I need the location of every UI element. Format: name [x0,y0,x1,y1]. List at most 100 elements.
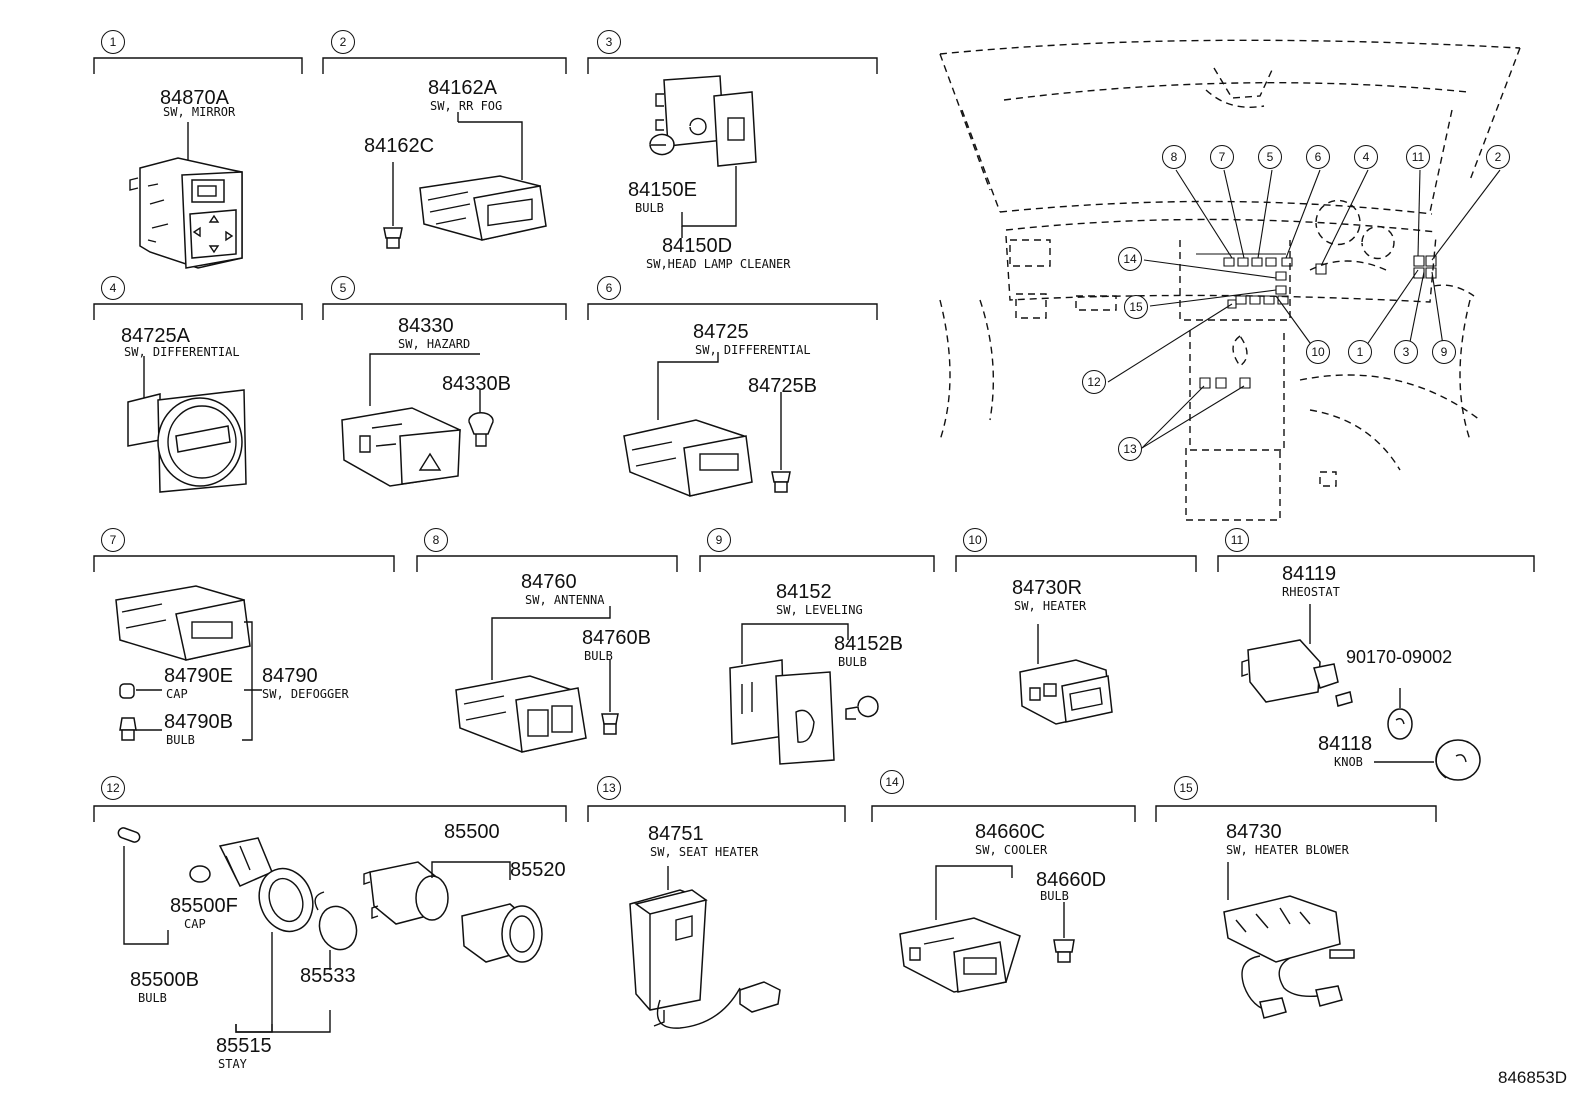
overview-callout-7: 7 [1210,145,1234,169]
part-number-85500f[interactable]: 85500F [170,895,238,917]
section-3-marker: 3 [597,30,621,54]
part-number-84119[interactable]: 84119 [1282,563,1337,585]
part-number-85520[interactable]: 85520 [510,859,566,881]
part-desc-84330: SW, HAZARD [398,337,471,351]
part-number-85515[interactable]: 85515 [216,1035,272,1057]
overview-callout-9: 9 [1432,340,1456,364]
part-number-90170-09002[interactable]: 90170-09002 [1346,647,1453,667]
part-number-85533[interactable]: 85533 [300,965,356,987]
part-number-84330[interactable]: 84330 [398,315,454,337]
part-84730-drawing [1223,862,1355,1019]
section-1-marker: 1 [101,30,125,54]
overview-callout-4: 4 [1354,145,1378,169]
part-number-84760[interactable]: 84760 [521,571,577,593]
part-number-84760b[interactable]: 84760B [582,627,651,649]
part-84760-drawing [455,606,619,753]
part-number-84162a[interactable]: 84162A [428,77,497,99]
part-number-84730[interactable]: 84730 [1226,821,1282,843]
section-8-marker: 8 [424,528,448,552]
part-desc-84751: SW, SEAT HEATER [650,845,759,859]
section-11-marker: 11 [1225,528,1249,552]
part-number-84660c[interactable]: 84660C [975,821,1046,843]
part-desc-85500f: CAP [184,917,206,931]
overview-callout-3: 3 [1394,340,1418,364]
overview-callout-10: 10 [1306,340,1330,364]
part-number-84725[interactable]: 84725 [693,321,749,343]
part-number-84150d[interactable]: 84150D [662,235,733,257]
section-14-marker: 14 [880,770,904,794]
part-number-84725a[interactable]: 84725A [121,325,190,347]
part-desc-84870a: SW, MIRROR [163,105,236,119]
part-desc-84725a: SW, DIFFERENTIAL [124,345,240,359]
overview-callout-13: 13 [1118,437,1142,461]
section-9-marker: 9 [707,528,731,552]
part-85500-drawing [117,827,543,1033]
part-number-84162c[interactable]: 84162C [364,135,435,157]
part-number-84330b[interactable]: 84330B [442,373,511,395]
part-84730r-drawing [1019,624,1113,725]
part-number-84118[interactable]: 84118 [1318,733,1373,755]
section-15-marker: 15 [1174,776,1198,800]
part-84870a-drawing [129,122,243,269]
section-brackets [93,57,1535,822]
part-84660c-drawing [899,865,1075,993]
section-6-marker: 6 [597,276,621,300]
part-84119-drawing [1241,604,1481,781]
part-number-85500[interactable]: 85500 [444,821,500,843]
part-desc-84162a: SW, RR FOG [430,99,503,113]
part-desc-84790e: CAP [166,687,188,701]
part-desc-84660d: BULB [1040,889,1069,903]
section-4-marker: 4 [101,276,125,300]
part-desc-84118: KNOB [1334,755,1363,769]
part-number-84870a[interactable]: 84870A [160,87,229,109]
part-desc-84152b: BULB [838,655,867,669]
overview-callout-5: 5 [1258,145,1282,169]
part-84725a-drawing [127,356,247,493]
part-desc-85515: STAY [218,1057,247,1071]
part-number-84660d[interactable]: 84660D [1036,869,1107,891]
part-desc-84730: SW, HEATER BLOWER [1226,843,1349,857]
part-desc-84660c: SW, COOLER [975,843,1048,857]
part-number-84790[interactable]: 84790 [262,665,318,687]
overview-callout-8: 8 [1162,145,1186,169]
part-desc-84150d: SW,HEAD LAMP CLEANER [646,257,791,271]
part-number-84790e[interactable]: 84790E [164,665,233,687]
section-5-marker: 5 [331,276,355,300]
part-84150d-drawing [649,75,757,238]
part-number-84152[interactable]: 84152 [776,581,832,603]
overview-callout-12: 12 [1082,370,1106,394]
part-84330-drawing [341,353,494,487]
section-10-marker: 10 [963,528,987,552]
part-84790-drawing [115,585,262,741]
overview-callout-15: 15 [1124,295,1148,319]
part-number-84152b[interactable]: 84152B [834,633,903,655]
part-desc-84790: SW, DEFOGGER [262,687,349,701]
diagram-reference-code: 846853D [1498,1068,1568,1087]
section-12-marker: 12 [101,776,125,800]
part-desc-84760b: BULB [584,649,613,663]
overview-callout-14: 14 [1118,247,1142,271]
overview-callout-11: 11 [1406,145,1430,169]
part-desc-84119: RHEOSTAT [1282,585,1340,599]
part-desc-84725: SW, DIFFERENTIAL [695,343,811,357]
part-number-84150e[interactable]: 84150E [628,179,697,201]
part-number-84751[interactable]: 84751 [648,823,704,845]
part-number-84790b[interactable]: 84790B [164,711,233,733]
part-number-84730r[interactable]: 84730R [1012,577,1083,599]
part-desc-84150e: BULB [635,201,664,215]
part-84725-drawing [623,352,791,497]
section-2-marker: 2 [331,30,355,54]
section-7-marker: 7 [101,528,125,552]
dashboard-overview-drawing [939,39,1521,521]
overview-callout-1: 1 [1348,340,1372,364]
part-84152-drawing [729,623,879,765]
part-desc-84760: SW, ANTENNA [525,593,605,607]
part-desc-85500b: BULB [138,991,167,1005]
part-desc-84790b: BULB [166,733,195,747]
part-84751-drawing [629,866,781,1029]
part-number-84725b[interactable]: 84725B [748,375,817,397]
part-number-85500b[interactable]: 85500B [130,969,199,991]
part-84162a-drawing [383,112,547,249]
overview-callout-6: 6 [1306,145,1330,169]
